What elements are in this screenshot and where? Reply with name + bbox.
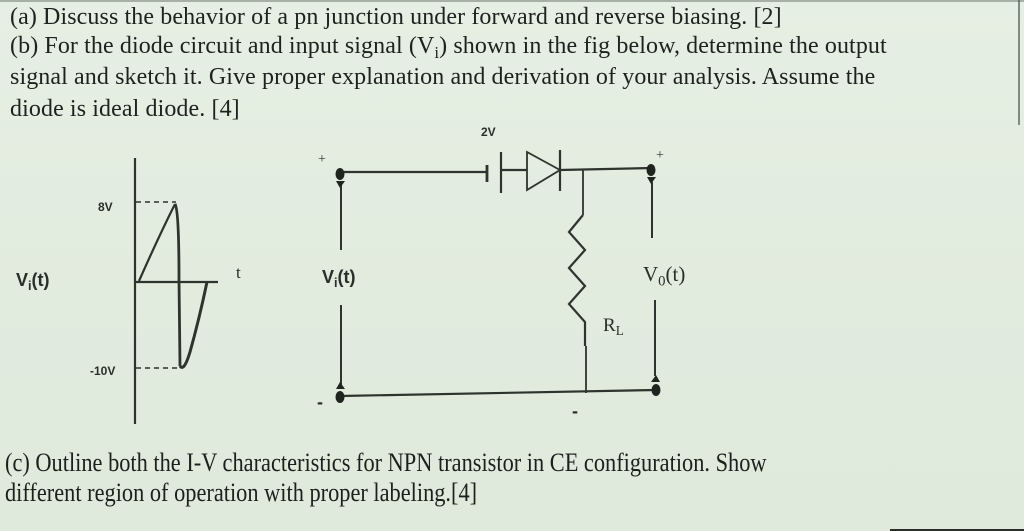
ylabel-sub: i <box>28 278 32 293</box>
vi-v: V <box>322 267 335 287</box>
vi-plus-sign: + <box>318 152 326 167</box>
part-b-line1: (b) For the diode circuit and input sign… <box>10 32 887 67</box>
part-b-line1-end: ) shown in the fig below, determine the … <box>439 33 887 59</box>
rl-minus-sign: - <box>572 401 578 421</box>
min-voltage-label: -10V <box>90 364 116 378</box>
circuit-diagram <box>339 150 657 398</box>
terminal-vo-plus <box>646 164 656 176</box>
part-b-line1-start: (b) For the diode circuit and input sign… <box>10 33 435 59</box>
terminal-vi-plus <box>335 168 345 180</box>
top-border <box>0 0 1024 2</box>
part-c-line1: (c) Outline both the I-V characteristics… <box>5 448 767 477</box>
arrowhead-vi-bottom <box>336 382 345 389</box>
ylabel-v: V <box>16 270 29 290</box>
circuit-vi-label: Vi(t) <box>322 267 356 290</box>
bottom-border <box>890 529 1024 531</box>
vo-sub: 0 <box>658 273 666 290</box>
vi-minus-sign: - <box>317 392 323 412</box>
vo-plus-sign: + <box>656 148 664 163</box>
vi-sub: i <box>334 275 338 290</box>
bottom-wire <box>339 388 657 398</box>
vo-rest: (t) <box>665 262 686 286</box>
terminal-vi-minus <box>335 391 345 403</box>
diode-triangle <box>526 150 562 192</box>
drop-edge <box>173 203 182 367</box>
resistor-zigzag <box>567 214 587 346</box>
arrowhead-vo-top <box>647 177 656 184</box>
right-border <box>1018 0 1020 125</box>
part-a-text: (a) Discuss the behavior of a pn junctio… <box>10 4 782 30</box>
part-b-sub: i <box>434 43 440 63</box>
vi-rest: (t) <box>337 267 356 287</box>
negative-ramp <box>178 281 209 369</box>
top-wire-right <box>559 166 653 172</box>
terminals <box>335 164 661 403</box>
vo-v: V <box>643 262 659 286</box>
arrowhead-vo-bottom <box>651 375 660 382</box>
rl-r: R <box>603 315 616 336</box>
positive-ramp <box>137 203 176 282</box>
waveform-ylabel: Vi(t) <box>16 270 50 293</box>
part-b-line2: signal and sketch it. Give proper explan… <box>10 64 876 90</box>
waveform-plot <box>133 158 218 424</box>
circuit-vo-label: V0(t) <box>643 262 685 290</box>
max-voltage-label: 8V <box>98 200 113 214</box>
part-c-line2: different region of operation with prope… <box>5 478 478 507</box>
resistor-label: RL <box>603 315 624 339</box>
battery-label: 2V <box>481 125 496 139</box>
part-b-line3: diode is ideal diode. [4] <box>10 96 240 122</box>
terminal-vo-minus <box>651 384 661 396</box>
ylabel-rest: (t) <box>31 270 50 290</box>
time-axis-label: t <box>236 263 241 282</box>
arrowhead-vi-top <box>336 181 345 188</box>
rl-sub: L <box>615 322 624 338</box>
